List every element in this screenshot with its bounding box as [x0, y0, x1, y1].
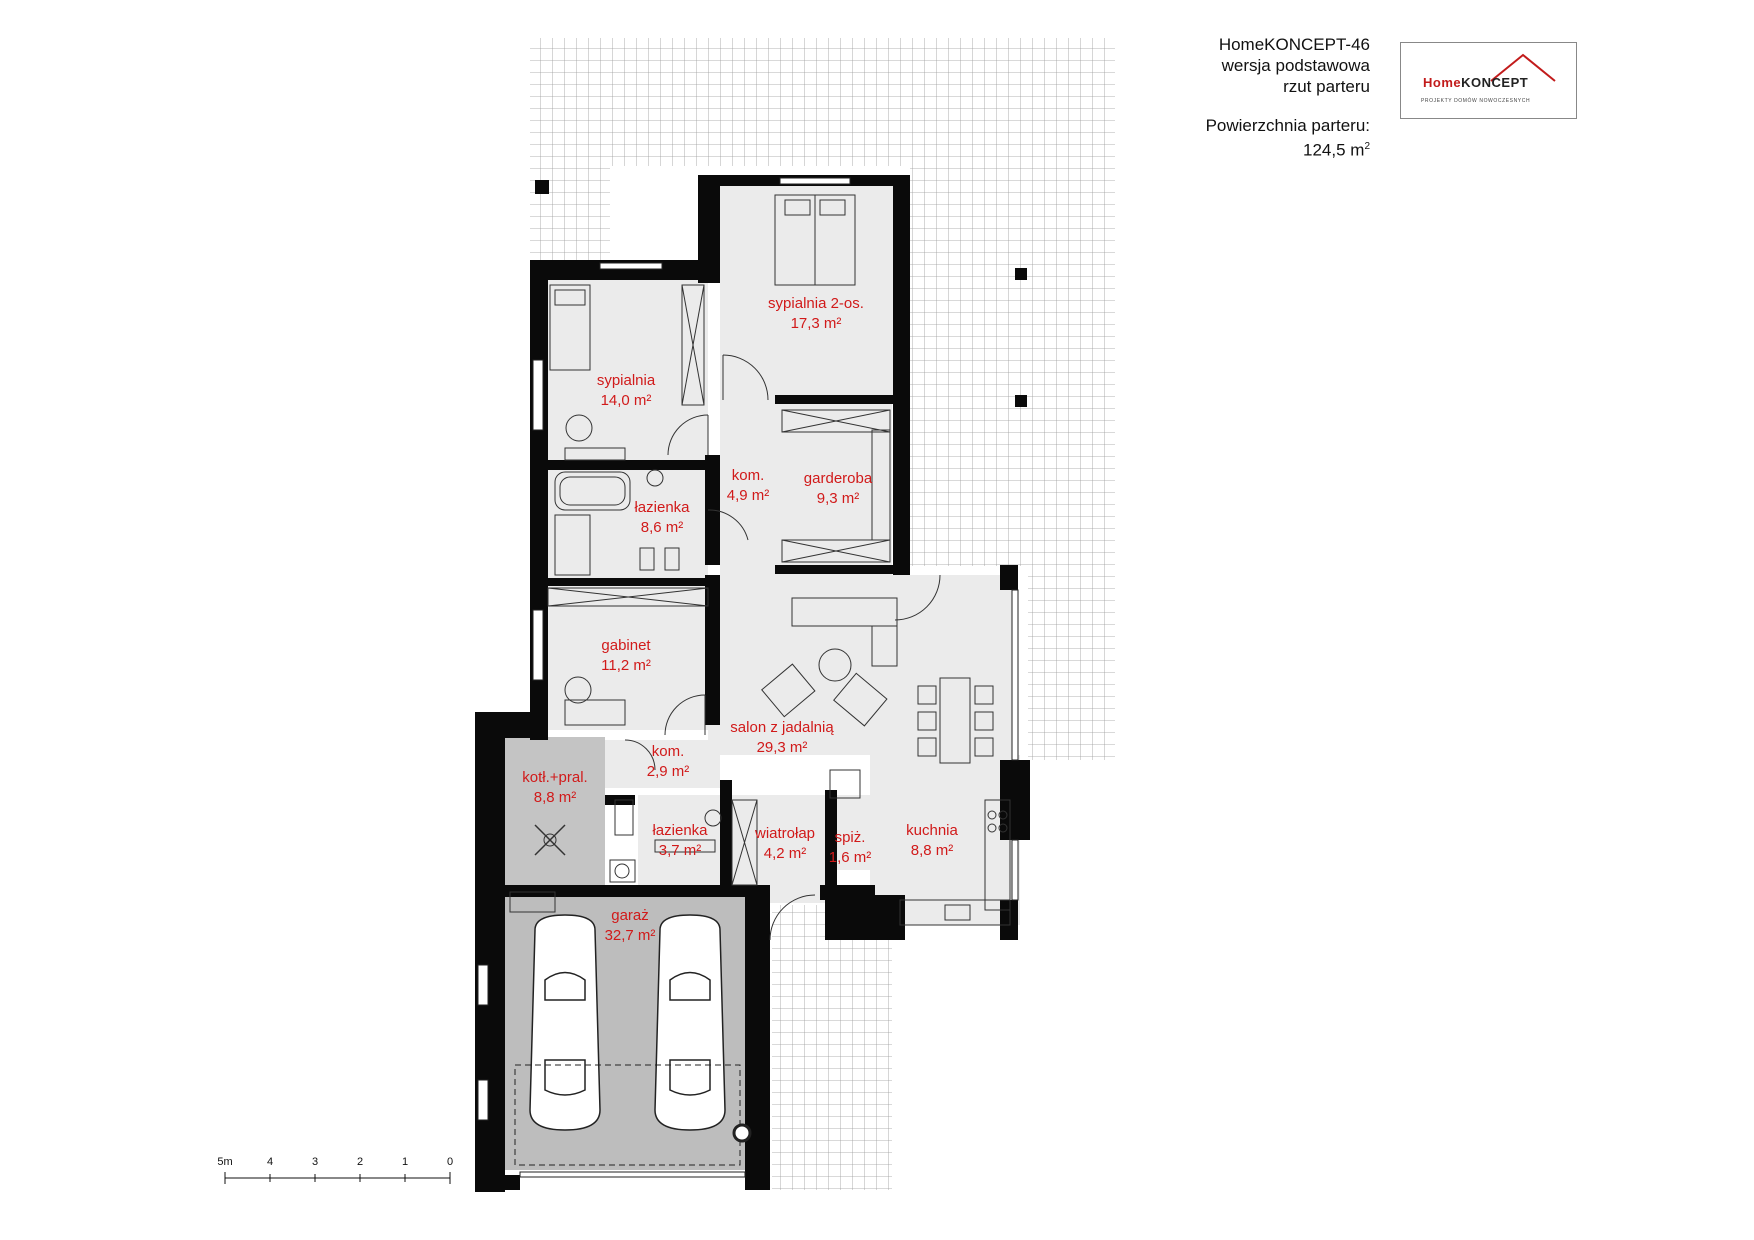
- single-bed-icon: [549, 284, 591, 371]
- car-icon: [654, 914, 726, 1131]
- room-floors: [548, 185, 1020, 925]
- scale-tick-1: 1: [402, 1156, 408, 1168]
- room-name-lazienka1: łazienka: [634, 499, 690, 516]
- car-icon: [529, 914, 601, 1131]
- room-area-wiatrolap: 4,2 m²: [764, 845, 807, 862]
- room-name-garaz: garaż: [611, 907, 649, 924]
- room-name-wiatrolap: wiatrołap: [754, 825, 815, 842]
- walls: [475, 175, 1030, 1192]
- armchair-icon: [761, 663, 816, 718]
- room-area-sypialnia: 14,0 m²: [601, 392, 652, 409]
- room-name-kom1: kom.: [732, 467, 765, 484]
- kitchen-counter-icon: [984, 799, 1011, 911]
- room-name-garderoba: garderoba: [804, 470, 873, 487]
- room-area-sypialnia-2os: 17,3 m²: [791, 315, 842, 332]
- plan-view: rzut parteru: [1283, 77, 1370, 96]
- terrace-paving: [530, 38, 1115, 1190]
- garage-cars: [514, 914, 752, 1166]
- room-name-lazienka2: łazienka: [652, 822, 708, 839]
- room-area-kotl: 8,8 m²: [534, 789, 577, 806]
- garderoba-rack-icon: [781, 409, 891, 433]
- room-area-lazienka1: 8,6 m²: [641, 519, 684, 536]
- scale-tick-5: 5m: [217, 1156, 232, 1168]
- door-swings: [624, 354, 941, 941]
- room-area-kuchnia: 8,8 m²: [911, 842, 954, 859]
- room-name-gabinet: gabinet: [601, 637, 651, 654]
- dining-table-icon: [939, 677, 971, 764]
- room-area-kom1: 4,9 m²: [727, 487, 770, 504]
- scale-tick-3: 3: [312, 1156, 318, 1168]
- room-labels: sypialnia 2-os. 17,3 m² sypialnia 14,0 m…: [522, 295, 958, 944]
- furniture: [509, 194, 1011, 926]
- scale-tick-2: 2: [357, 1156, 363, 1168]
- room-name-sypialnia-2os: sypialnia 2-os.: [768, 295, 864, 312]
- desk-chair-icon: [564, 676, 592, 704]
- room-name-kuchnia: kuchnia: [906, 822, 958, 839]
- plan-header: HomeKONCEPT-46 wersja podstawowa rzut pa…: [1040, 34, 1370, 161]
- sink-icon: [646, 469, 664, 487]
- room-name-sypialnia: sypialnia: [597, 372, 656, 389]
- room-area-spiz: 1,6 m²: [829, 849, 872, 866]
- company-logo: HomeKONCEPT PROJEKTY DOMÓW NOWOCZESNYCH: [1400, 42, 1577, 119]
- room-area-garaz: 32,7 m²: [605, 927, 656, 944]
- scale-tick-0: 0: [447, 1156, 453, 1168]
- house-roof-icon: [1490, 53, 1556, 82]
- room-name-kom2: kom.: [652, 743, 685, 760]
- room-name-salon: salon z jadalnią: [730, 719, 834, 736]
- wardrobe-icon: [681, 284, 705, 406]
- room-area-garderoba: 9,3 m²: [817, 490, 860, 507]
- room-area-gabinet: 11,2 m²: [601, 657, 651, 674]
- scale-tick-4: 4: [267, 1156, 273, 1168]
- room-area-lazienka2: 3,7 m²: [659, 842, 702, 859]
- coffee-table-icon: [818, 648, 852, 682]
- room-name-kotl: kotł.+pral.: [522, 769, 587, 786]
- project-name: HomeKONCEPT-46: [1218, 35, 1370, 54]
- chair-icon: [565, 414, 593, 442]
- floor-area-label: Powierzchnia parteru:: [1205, 116, 1370, 135]
- room-area-kom2: 2,9 m²: [647, 763, 690, 780]
- room-area-salon: 29,3 m²: [757, 739, 808, 756]
- project-variant: wersja podstawowa: [1221, 56, 1370, 75]
- bathtub-icon: [554, 471, 631, 511]
- room-name-spiz: spiż.: [835, 829, 866, 846]
- scale-bar: 0 1 2 3 4 5m: [217, 1156, 453, 1184]
- floor-area-value: 124,5 m2: [1303, 140, 1370, 160]
- windows: [477, 177, 1019, 1178]
- sofa-icon: [791, 597, 898, 627]
